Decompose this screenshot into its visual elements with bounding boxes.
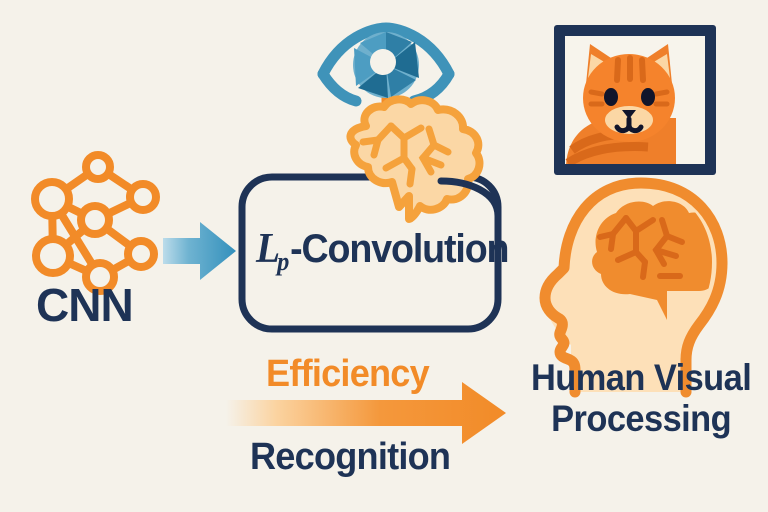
- eye-aperture-icon: [317, 22, 455, 136]
- blue-right-arrow-icon: [163, 222, 236, 280]
- hvp-line-1: Human Visual: [531, 357, 752, 398]
- aperture-blades-icon: [354, 32, 419, 98]
- human-head-brain-icon: [539, 177, 728, 398]
- brain-box-connector: [437, 177, 502, 220]
- lp-convolution-subscript: p: [277, 247, 289, 276]
- lp-convolution-label: Lp-Convolution: [256, 226, 510, 275]
- hvp-line-2: Processing: [551, 398, 732, 440]
- recognition-label: Recognition: [250, 436, 451, 478]
- cat-photo-icon: [554, 25, 716, 175]
- lp-convolution-suffix: -Convolution: [290, 227, 509, 271]
- cnn-label: CNN: [36, 279, 134, 331]
- lp-convolution-prefix: L: [256, 226, 280, 272]
- orange-right-arrow-icon: [226, 382, 506, 444]
- efficiency-label: Efficiency: [266, 353, 430, 395]
- human-visual-processing-label: Human Visual Processing: [531, 357, 752, 440]
- neural-network-nodes: [31, 151, 160, 295]
- brain-icon: [346, 95, 484, 223]
